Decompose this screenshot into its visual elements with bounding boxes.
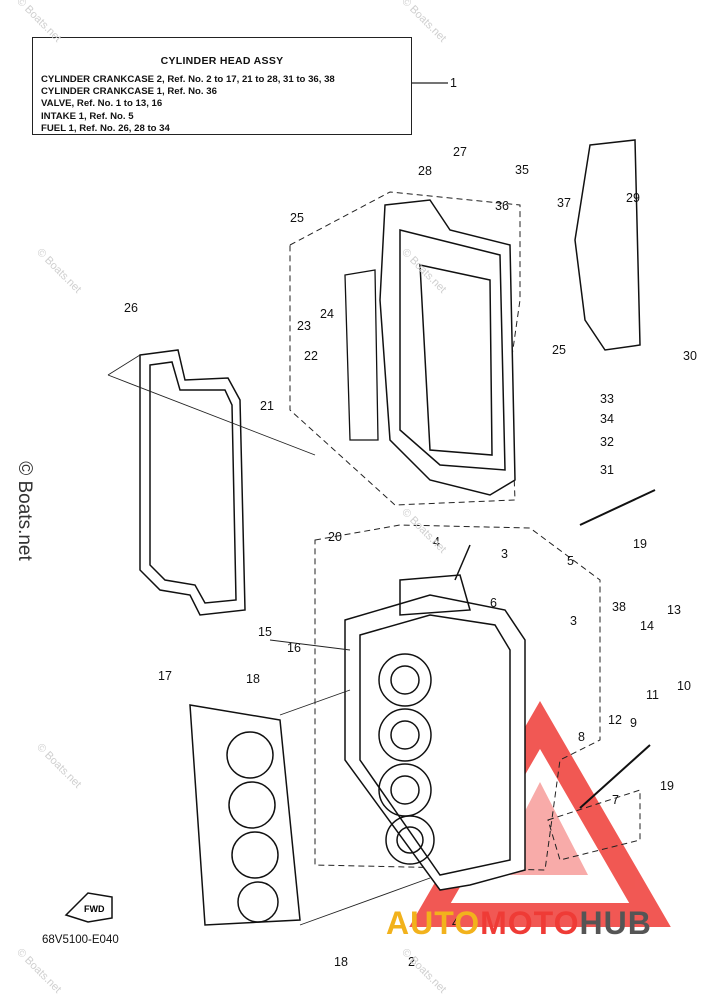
cylinder-head xyxy=(344,544,526,891)
callout-31: 31 xyxy=(600,463,614,477)
legend-box: CYLINDER HEAD ASSY CYLINDER CRANKCASE 2,… xyxy=(32,37,412,135)
callout-36: 36 xyxy=(495,199,509,213)
legend-row: VALVE, Ref. No. 1 to 13, 16 xyxy=(41,98,163,110)
brand-part-3: HUB xyxy=(579,905,652,941)
brand-wordmark: AUTOMOTOHUB xyxy=(386,905,652,942)
callout-11: 11 xyxy=(646,688,659,702)
callout-21: 21 xyxy=(260,399,274,413)
callout-15: 15 xyxy=(258,625,272,639)
callout-19: 19 xyxy=(660,779,674,793)
long-bolts xyxy=(579,489,656,809)
callout-27: 27 xyxy=(453,145,467,159)
callout-2: 2 xyxy=(408,955,415,969)
callout-12: 12 xyxy=(608,713,622,727)
callout-13: 13 xyxy=(667,603,681,617)
callout-25: 25 xyxy=(290,211,304,225)
callout-37: 37 xyxy=(557,196,571,210)
brand-part-2: MOTO xyxy=(480,905,580,941)
callout-4: 4 xyxy=(452,916,459,930)
callout-32: 32 xyxy=(600,435,614,449)
callout-10: 10 xyxy=(677,679,691,693)
callout-5: 5 xyxy=(567,554,574,568)
callout-6: 6 xyxy=(490,596,497,610)
callout-30: 30 xyxy=(683,349,697,363)
legend-rows: CYLINDER CRANKCASE 2, Ref. No. 2 to 17, … xyxy=(41,74,335,135)
side-watermark: © Boats.net xyxy=(13,461,35,561)
callout-8: 8 xyxy=(578,730,585,744)
legend-row: CYLINDER CRANKCASE 2, Ref. No. 2 to 17, … xyxy=(41,74,335,85)
callout-20: 20 xyxy=(328,530,342,544)
callout-25: 25 xyxy=(552,343,566,357)
callout-35: 35 xyxy=(515,163,529,177)
callout-29: 29 xyxy=(626,191,640,205)
callout-26: 26 xyxy=(124,301,138,315)
fwd-label: FWD xyxy=(84,904,105,914)
head-cover xyxy=(379,199,516,496)
fuel-bracket xyxy=(574,139,641,351)
callout-19: 19 xyxy=(633,537,647,551)
cover-gasket xyxy=(139,349,246,616)
callout-18: 18 xyxy=(246,672,260,686)
callout-23: 23 xyxy=(297,319,311,333)
callout-17: 17 xyxy=(158,669,172,683)
legend-row: FUEL 1, Ref. No. 26, 28 to 34 xyxy=(41,122,170,134)
callout-18: 18 xyxy=(334,955,348,969)
dashed-groups xyxy=(289,191,641,871)
valve-bores xyxy=(378,653,435,865)
head-gasket xyxy=(189,704,301,926)
callout-28: 28 xyxy=(418,164,432,178)
callout-3: 3 xyxy=(570,614,577,628)
callout-3: 3 xyxy=(501,547,508,561)
legend-row: INTAKE 1, Ref. No. 5 xyxy=(41,110,134,122)
callout-4: 4 xyxy=(433,535,440,549)
callout-16: 16 xyxy=(287,641,301,655)
callout-7: 7 xyxy=(612,793,619,807)
callout-24: 24 xyxy=(320,307,334,321)
legend-title: CYLINDER HEAD ASSY xyxy=(160,55,284,67)
callout-38: 38 xyxy=(612,600,626,614)
leader-lines xyxy=(107,354,431,926)
brand-part-1: AUTO xyxy=(386,905,481,941)
diagram-code: 68V5100-E040 xyxy=(42,934,119,946)
legend-row: CYLINDER CRANKCASE 1, Ref. No. 36 xyxy=(41,86,217,98)
callout-14: 14 xyxy=(640,619,654,633)
callout-34: 34 xyxy=(600,412,614,426)
cover-side-gasket xyxy=(344,269,379,441)
legend-callout: 1 xyxy=(450,76,457,90)
callout-33: 33 xyxy=(600,392,614,406)
fwd-arrow-icon: FWD xyxy=(64,892,113,923)
callout-22: 22 xyxy=(304,349,318,363)
callout-9: 9 xyxy=(630,716,637,730)
